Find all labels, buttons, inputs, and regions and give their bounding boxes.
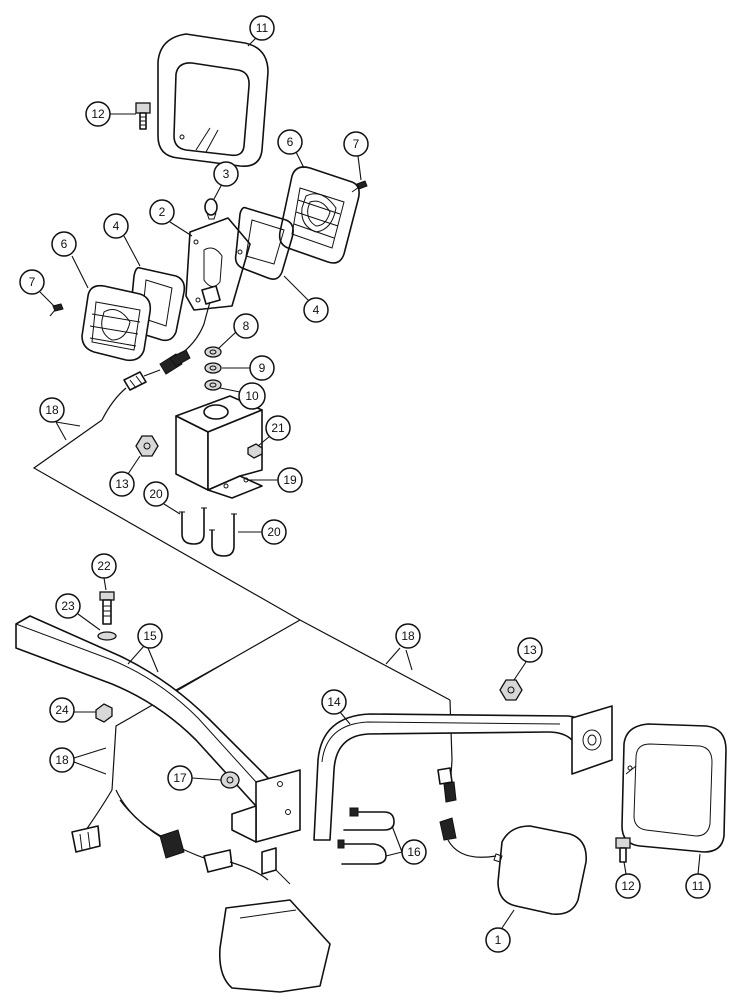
- callout-label: 18: [55, 753, 69, 767]
- washer-8: [204, 346, 222, 358]
- callout-12-bottom: 12: [615, 861, 641, 899]
- callout-label: 6: [287, 135, 294, 149]
- callout-label: 18: [45, 403, 59, 417]
- callout-18-left: 18: [49, 747, 107, 775]
- callout-label: 10: [245, 389, 259, 403]
- callout-label: 9: [259, 361, 266, 375]
- callout-label: 21: [271, 421, 285, 435]
- callout-11-top: 11: [247, 15, 275, 47]
- nut-21: [247, 443, 263, 459]
- u-bolt-left: [179, 507, 207, 545]
- callout-18-top: 18: [39, 397, 81, 441]
- reflector-plate: [177, 217, 251, 357]
- callout-21: 21: [257, 415, 291, 447]
- callout-label: 20: [149, 487, 163, 501]
- washer-23: [97, 631, 117, 641]
- callout-1: 1: [485, 909, 515, 953]
- u-bolt-right: [209, 513, 237, 557]
- callout-13-left: 13: [109, 455, 141, 497]
- callout-label: 24: [55, 703, 69, 717]
- callout-19: 19: [248, 467, 303, 493]
- callout-label: 11: [256, 21, 269, 35]
- callout-label: 7: [353, 137, 360, 151]
- callout-label: 12: [621, 879, 635, 893]
- callout-label: 1: [495, 933, 502, 947]
- wire-connector-right: [437, 767, 497, 858]
- u-bolt-16-lower: [337, 839, 387, 865]
- bulb: [204, 198, 218, 220]
- callout-18-mid: 18: [385, 623, 421, 671]
- screw-right: [351, 180, 368, 193]
- callout-3: 3: [213, 161, 239, 200]
- callout-label: 4: [313, 303, 320, 317]
- harness-connectors-left: [71, 789, 291, 885]
- callout-label: 23: [61, 599, 75, 613]
- bolt-top: [135, 102, 151, 130]
- callout-9: 9: [222, 355, 275, 381]
- callout-7-left: 7: [19, 269, 55, 307]
- mounting-bracket: [175, 395, 263, 499]
- callout-label: 20: [267, 525, 281, 539]
- mount-tube-right: [313, 705, 613, 841]
- grommet-left: [135, 435, 159, 457]
- callout-label: 17: [173, 771, 187, 785]
- callout-20-right: 20: [238, 519, 287, 545]
- callout-6-right: 6: [277, 129, 305, 169]
- lamp-housing-left: [81, 284, 152, 362]
- lamp-hood-top: [157, 33, 269, 167]
- callout-13-right: 13: [513, 637, 543, 681]
- callout-17: 17: [167, 765, 222, 791]
- callout-10: 10: [219, 382, 266, 410]
- callout-label: 2: [159, 205, 166, 219]
- lamp-housing-right: [278, 166, 360, 264]
- bolt-bottom: [615, 837, 631, 863]
- screw-left: [49, 303, 64, 317]
- lamp-hood-bottom: [621, 723, 727, 853]
- callout-label: 14: [327, 695, 341, 709]
- callout-label: 4: [113, 219, 120, 233]
- callout-label: 19: [283, 473, 297, 487]
- callout-11-bottom: 11: [685, 853, 711, 899]
- callout-4-left: 4: [103, 213, 141, 267]
- grommet-17: [220, 771, 240, 789]
- wire-connector-upper: [101, 349, 191, 421]
- callout-label: 13: [523, 643, 537, 657]
- callout-23: 23: [55, 593, 101, 631]
- callout-label: 6: [61, 237, 68, 251]
- callout-16: 16: [385, 825, 427, 865]
- callout-label: 11: [692, 879, 705, 893]
- callout-label: 15: [143, 629, 157, 643]
- grommet-right: [499, 679, 523, 701]
- callout-label: 18: [401, 629, 415, 643]
- callout-8: 8: [218, 313, 259, 349]
- work-lamp-lower: [218, 899, 331, 993]
- callout-label: 7: [29, 275, 36, 289]
- mount-arm-left: [15, 615, 301, 843]
- callout-15: 15: [127, 623, 163, 673]
- callout-label: 8: [243, 319, 250, 333]
- callout-6-left: 6: [51, 231, 89, 289]
- washer-9: [204, 362, 222, 374]
- callout-label: 22: [97, 559, 111, 573]
- callout-4-right: 4: [283, 275, 329, 323]
- washer-10: [204, 379, 222, 391]
- callout-label: 13: [115, 477, 129, 491]
- callout-7-right: 7: [343, 131, 369, 181]
- callout-label: 16: [407, 845, 421, 859]
- callout-24: 24: [49, 697, 96, 723]
- callout-14: 14: [321, 689, 351, 725]
- callout-label: 12: [91, 107, 105, 121]
- u-bolt-16-upper: [343, 807, 395, 831]
- callout-20-left: 20: [143, 481, 181, 515]
- bolt-22: [99, 591, 115, 625]
- callout-2: 2: [149, 199, 193, 237]
- nut-24: [95, 703, 113, 723]
- callout-22: 22: [91, 553, 117, 591]
- callout-12-top: 12: [85, 101, 136, 127]
- callout-label: 3: [223, 167, 230, 181]
- work-lamp: [493, 825, 587, 916]
- gasket-right: [234, 206, 294, 280]
